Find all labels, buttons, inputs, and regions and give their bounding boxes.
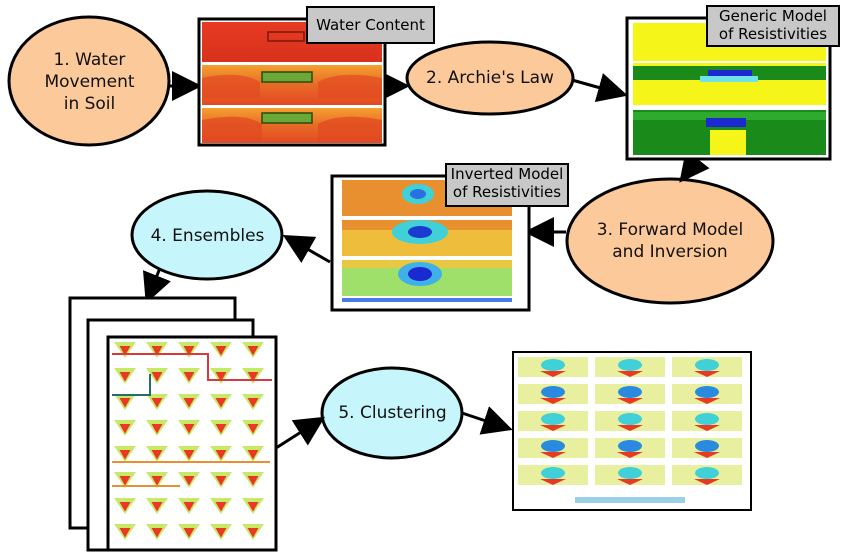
step3-node	[565, 177, 775, 305]
arrow-4-to-ensembles	[142, 267, 171, 304]
cluster-thumb-core	[617, 452, 643, 458]
cluster-thumb-core	[540, 452, 566, 458]
ensemble-thumb-core	[119, 424, 131, 434]
ensemble-thumb-core	[215, 502, 227, 512]
cluster-thumb-anomaly	[695, 386, 719, 398]
cluster-thumb-anomaly	[541, 440, 565, 452]
cluster-thumb-anomaly	[618, 440, 642, 452]
arrow-2-to-generic	[571, 73, 628, 102]
ensemble-thumb-core	[183, 450, 195, 460]
ensemble-thumb-core	[247, 398, 259, 408]
cluster-thumb-anomaly	[695, 440, 719, 452]
cluster-thumb-anomaly	[618, 359, 642, 371]
ensemble-thumb-core	[119, 528, 131, 538]
cluster-thumb-anomaly	[541, 413, 565, 425]
ensemble-thumb-core	[151, 372, 163, 382]
arrow-5-to-clustering	[461, 406, 513, 435]
cluster-thumb-anomaly	[618, 386, 642, 398]
step4-node	[130, 189, 284, 281]
ensemble-thumb-core	[119, 346, 131, 356]
ensemble-thumb-core	[119, 476, 131, 486]
ensemble-thumb-core	[215, 528, 227, 538]
ensemble-thumb-core	[247, 502, 259, 512]
ensemble-thumb-core	[183, 502, 195, 512]
ensemble-thumb-core	[215, 398, 227, 408]
cluster-thumb-anomaly	[618, 413, 642, 425]
cluster-thumb-core	[694, 425, 720, 431]
step1-node	[7, 15, 171, 147]
ensembles-stack	[68, 296, 278, 552]
ensemble-thumb-core	[119, 450, 131, 460]
ensemble-thumb-core	[183, 476, 195, 486]
cluster-thumb-core	[617, 479, 643, 485]
cluster-thumb-core	[694, 452, 720, 458]
cluster-thumb-anomaly	[541, 386, 565, 398]
ensemble-thumb-core	[183, 346, 195, 356]
cluster-thumb-core	[540, 479, 566, 485]
cluster-thumb-anomaly	[541, 467, 565, 479]
ensemble-thumb-core	[215, 372, 227, 382]
ensemble-thumb-core	[215, 346, 227, 356]
ensemble-thumb-core	[183, 528, 195, 538]
cluster-thumb-core	[617, 398, 643, 404]
ensemble-thumb-core	[151, 450, 163, 460]
ensemble-thumb-core	[151, 502, 163, 512]
clustering-results-panel	[512, 351, 752, 511]
ensemble-thumb-core	[247, 346, 259, 356]
arrow-generic-to-3	[679, 149, 710, 183]
ensemble-thumb-core	[215, 476, 227, 486]
inverted-model-tag: Inverted Model of Resistivities	[445, 163, 569, 207]
ensemble-thumb-core	[183, 372, 195, 382]
cluster-thumb-anomaly	[618, 467, 642, 479]
arrow-ensembles-to-5	[275, 416, 326, 450]
ensemble-thumb-core	[151, 398, 163, 408]
ensemble-thumb-core	[183, 398, 195, 408]
ensemble-thumb-core	[119, 372, 131, 382]
cluster-thumb-core	[694, 371, 720, 377]
ensemble-thumb-core	[215, 424, 227, 434]
ensemble-thumb-core	[119, 502, 131, 512]
ensemble-thumb-core	[247, 372, 259, 382]
ensemble-thumb-core	[247, 476, 259, 486]
ensemble-thumb-core	[119, 398, 131, 408]
cluster-thumb-anomaly	[695, 467, 719, 479]
ensemble-thumb-core	[151, 346, 163, 356]
ensemble-thumb-core	[247, 424, 259, 434]
cluster-thumb-core	[540, 371, 566, 377]
cluster-thumb-core	[540, 398, 566, 404]
generic-model-tag: Generic Model of Resistivities	[706, 5, 840, 47]
water-content-tag: Water Content	[306, 6, 435, 44]
ensemble-thumb-core	[183, 424, 195, 434]
ensemble-thumb-core	[151, 528, 163, 538]
cluster-thumb-core	[617, 371, 643, 377]
cluster-thumb-anomaly	[695, 413, 719, 425]
arrow-inverted-to-4	[282, 235, 331, 264]
ensemble-thumb-core	[151, 424, 163, 434]
cluster-thumb-core	[617, 425, 643, 431]
ensemble-thumb-core	[247, 450, 259, 460]
cluster-thumb-anomaly	[695, 359, 719, 371]
step2-node	[405, 40, 575, 116]
ensemble-thumb-core	[151, 476, 163, 486]
cluster-thumb-core	[694, 398, 720, 404]
ensemble-thumb-core	[215, 450, 227, 460]
ensemble-thumb-core	[247, 528, 259, 538]
cluster-thumb-anomaly	[541, 359, 565, 371]
cluster-thumb-core	[694, 479, 720, 485]
step5-node	[320, 366, 464, 460]
cluster-thumb-core	[540, 425, 566, 431]
